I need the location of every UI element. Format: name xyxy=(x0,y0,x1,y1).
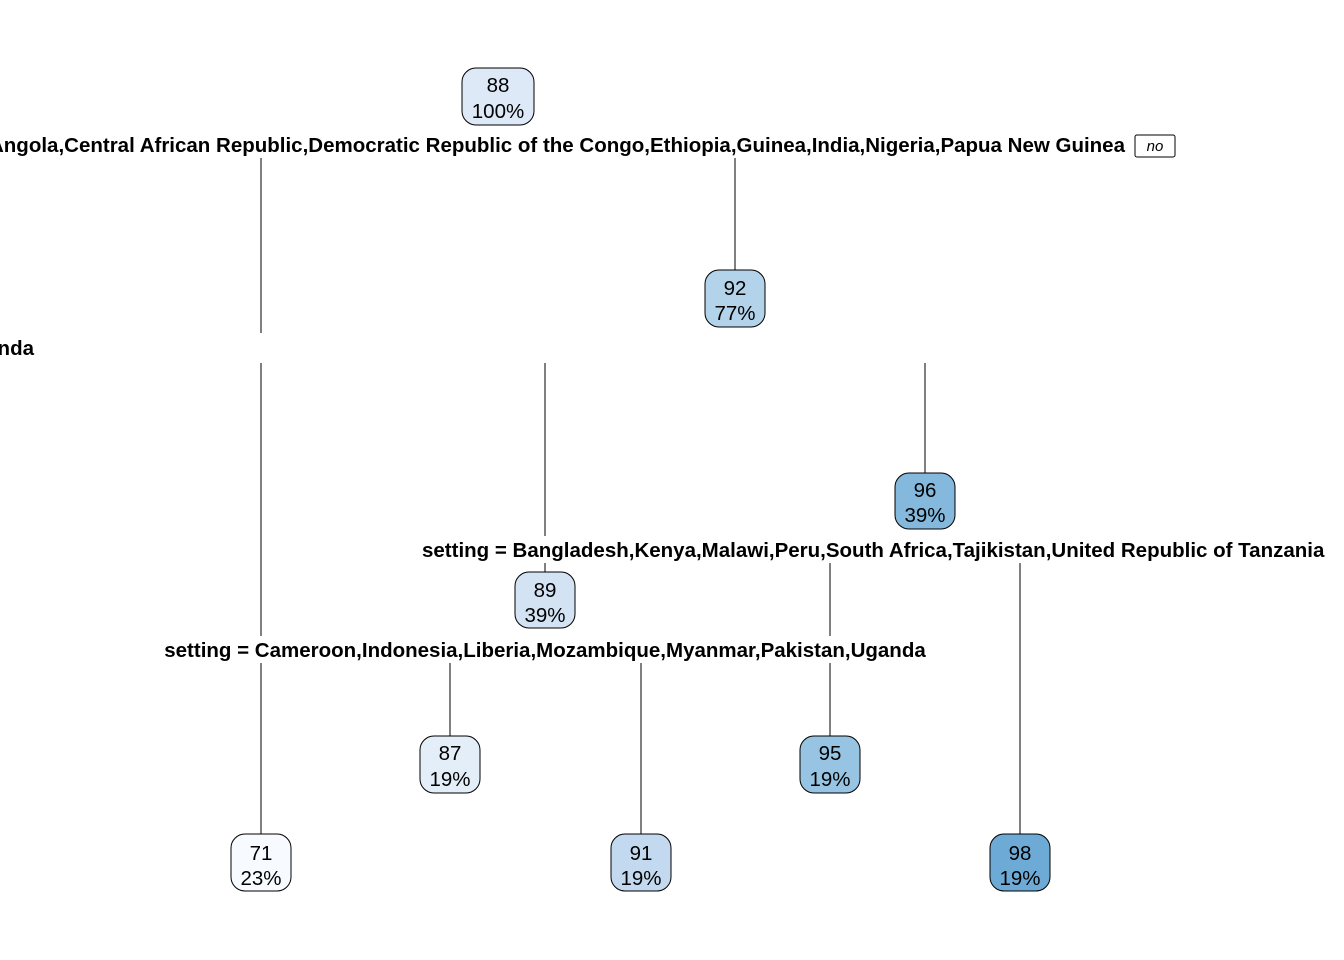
leaf-node-4-value: 95 xyxy=(819,742,842,765)
node-n4-value: 89 xyxy=(534,579,557,602)
node-n3-percent: 39% xyxy=(904,504,945,527)
node-n4-percent: 39% xyxy=(524,604,565,627)
leaf-node-5: 98 19% xyxy=(989,833,1051,892)
leaf-node-1-box xyxy=(230,833,292,892)
leaf-node-3-box xyxy=(610,833,672,892)
split-label-root: setting = Afghanistan,Angola,Central Afr… xyxy=(0,134,1126,157)
node-n2-value: 92 xyxy=(724,277,747,300)
node-n2-percent: 77% xyxy=(714,302,755,325)
leaf-node-3-value: 91 xyxy=(630,842,653,865)
node-root-value: 88 xyxy=(487,74,510,97)
leaf-node-1-value: 71 xyxy=(250,842,273,865)
leaf-node-3: 91 19% xyxy=(610,833,672,892)
node-n2: 92 77% xyxy=(704,269,766,328)
leaf-node-5-box xyxy=(989,833,1051,892)
node-n3-box xyxy=(894,472,956,530)
node-n3: 96 39% xyxy=(894,472,956,530)
split-label-level2: setting = Cameroon,Congo,Gabon,Guinea-Bi… xyxy=(0,337,35,360)
leaf-node-5-percent: 19% xyxy=(999,867,1040,890)
leaf-node-4-box xyxy=(799,735,861,794)
leaf-node-1: 71 23% xyxy=(230,833,292,892)
node-n3-value: 96 xyxy=(914,479,937,502)
leaf-node-2: 87 19% xyxy=(419,735,481,794)
leaf-node-4-percent: 19% xyxy=(809,768,850,791)
tree-edges xyxy=(260,158,1021,834)
node-root-box xyxy=(461,67,535,126)
leaf-node-2-value: 87 xyxy=(439,742,462,765)
node-n4: 89 39% xyxy=(514,571,576,629)
node-root-percent: 100% xyxy=(472,100,524,123)
split-label-level3-left: setting = Cameroon,Indonesia,Liberia,Moz… xyxy=(164,639,926,662)
leaf-node-5-value: 98 xyxy=(1009,842,1032,865)
leaf-node-2-box xyxy=(419,735,481,794)
leaf-node-2-percent: 19% xyxy=(429,768,470,791)
node-root: 88 100% xyxy=(461,67,535,126)
leaf-node-1-percent: 23% xyxy=(240,867,281,890)
node-n2-box xyxy=(704,269,766,328)
leaf-node-4: 95 19% xyxy=(799,735,861,794)
no-tag-label: no xyxy=(1147,138,1164,155)
no-tag: no xyxy=(1134,134,1176,158)
node-n4-box xyxy=(514,571,576,629)
split-label-level3-right: setting = Bangladesh,Kenya,Malawi,Peru,S… xyxy=(422,539,1325,562)
leaf-node-3-percent: 19% xyxy=(620,867,661,890)
